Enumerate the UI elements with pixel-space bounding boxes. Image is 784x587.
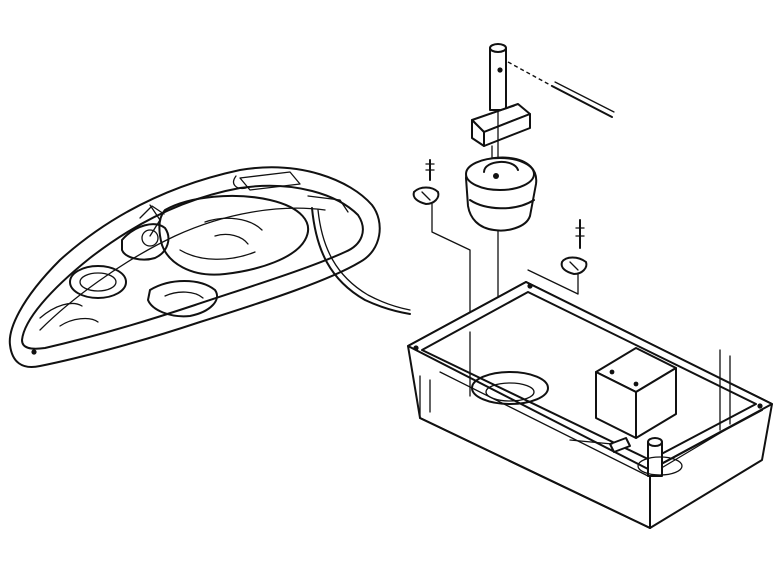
- cable-harness: [149, 204, 411, 315]
- mount-bracket: [471, 103, 531, 147]
- right-clip: [560, 256, 588, 275]
- tray-post: [609, 437, 683, 477]
- pivot-pin: [507, 61, 615, 118]
- boat-overview: [8, 166, 381, 368]
- right-screw: [575, 219, 585, 249]
- storage-tray: [407, 281, 773, 529]
- bowl-housing: [465, 156, 538, 232]
- rod-shaft: [489, 43, 507, 111]
- tray-inner-box: [595, 347, 677, 439]
- left-screw: [425, 159, 435, 181]
- left-clip: [412, 186, 440, 205]
